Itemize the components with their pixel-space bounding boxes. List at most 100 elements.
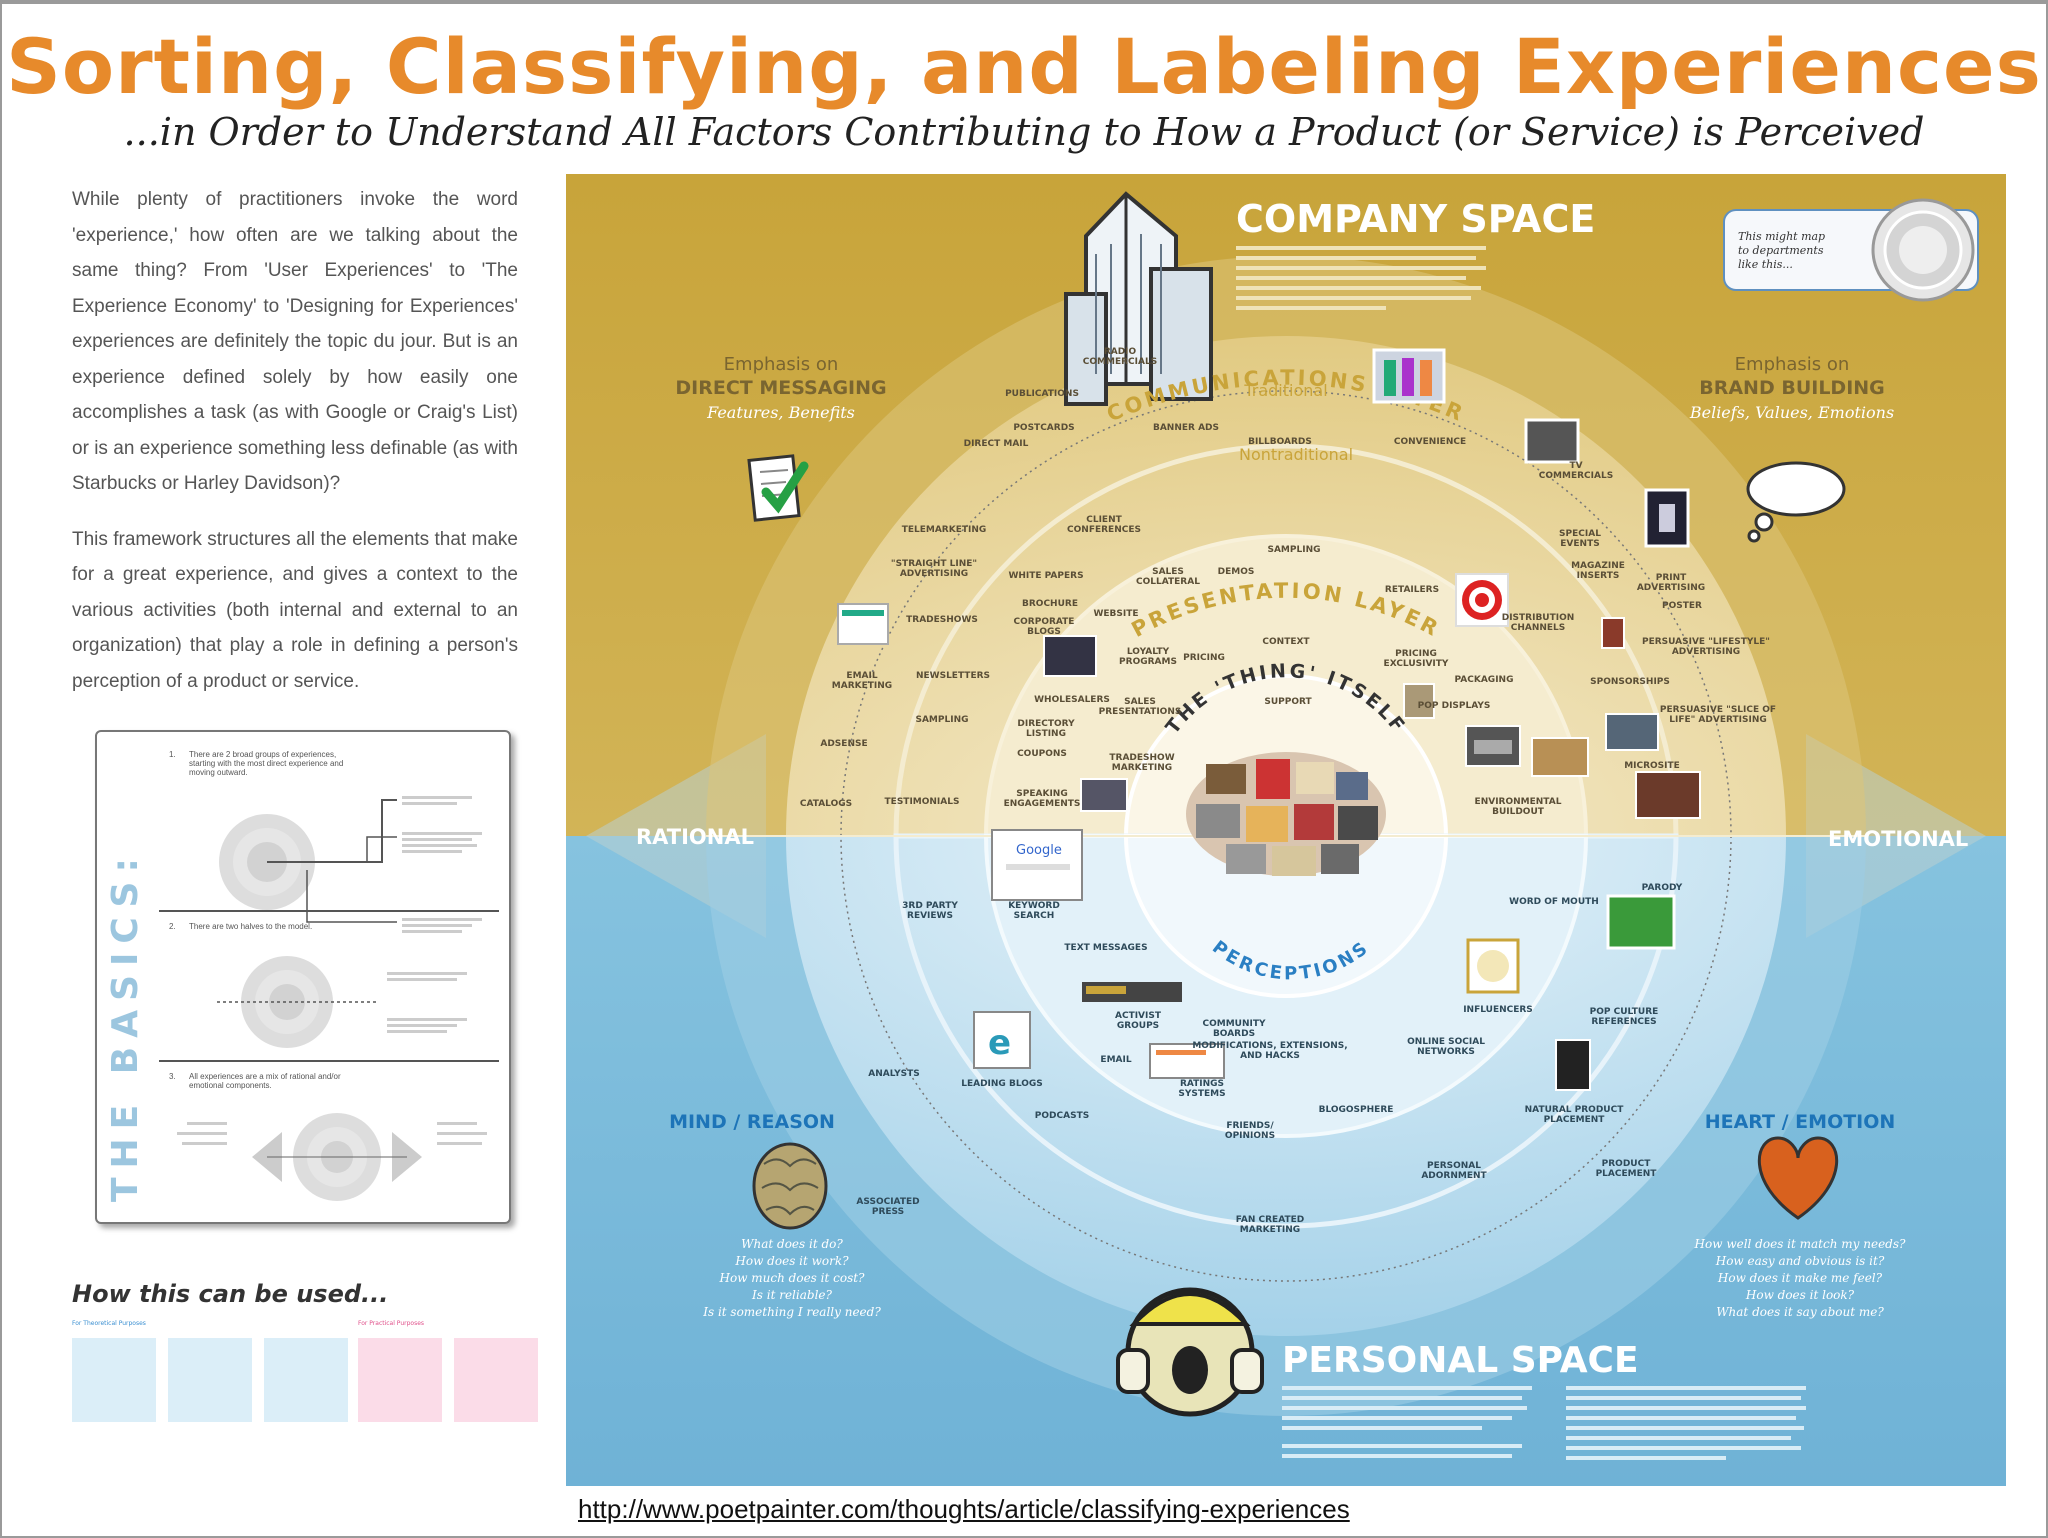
experience-item-label: MODIFICATIONS, EXTENSIONS,AND HACKS [1192,1041,1347,1061]
experience-item-label: WHITE PAPERS [1008,571,1083,581]
building-icon [1064,191,1213,406]
tv-commercial-thumbnail [1372,348,1446,404]
mind-question: How does it work? [734,1254,849,1268]
pop-culture-thumbnail [1555,1039,1591,1091]
basics-step-3-figure [177,1113,487,1201]
experience-item-label: DIRECT MAIL [964,439,1029,449]
basics-step-3-text: All experiences are a mix of rational an… [189,1072,341,1090]
emotional-label: EMOTIONAL [1828,827,1968,851]
department-map-callout [1723,198,1979,302]
brain-icon [752,1142,828,1230]
experience-item-label: SAMPLING [915,715,968,725]
microsite-thumbnail [1635,771,1701,819]
experience-item-label: WEBSITE [1093,609,1138,619]
heart-question: How well does it match my needs? [1694,1237,1906,1251]
experience-item-label: TESTIMONIALS [885,797,960,807]
ratings-thumbnail [1149,1043,1225,1079]
basics-step-1-num: 1. [169,750,176,759]
experience-item-label: DEMOS [1218,567,1255,577]
how-to-card-3 [264,1338,348,1422]
traditional-label: Traditional [1243,381,1327,400]
brand-building-emphasis: Emphasis on [1735,354,1850,375]
source-url-link[interactable]: http://www.poetpainter.com/thoughts/arti… [578,1494,1350,1524]
heart-question: How does it look? [1745,1288,1855,1302]
experience-item-label: ANALYSTS [868,1069,919,1079]
personal-space-description [1282,1386,1806,1460]
heart-question: What does it say about me? [1716,1305,1884,1319]
company-space-description [1236,246,1486,310]
heart-questions: How well does it match my needs? How eas… [1694,1237,1906,1319]
basics-step-1-text: There are 2 broad groups of experiences,… [189,750,344,777]
sponsorship-thumbnail [1605,713,1659,751]
speaking-engagement-thumbnail [1080,778,1128,812]
experience-item-label: LEADING BLOGS [961,1079,1043,1089]
google-search-thumbnail: Google [991,829,1083,901]
experience-item-label: WORD OF MOUTH [1509,897,1599,907]
heart-question: How easy and obvious is it? [1715,1254,1885,1268]
poster-thumbnail [1601,617,1625,649]
experience-item-label: INFLUENCERS [1463,1005,1533,1015]
pop-display-thumbnail [1403,683,1435,719]
direct-messaging-emphasis: Emphasis on [724,354,839,375]
thought-bubble-icon [1746,461,1846,543]
basics-step-1-figure [219,796,482,933]
experience-item-label: BILLBOARDS [1248,437,1312,447]
experience-item-label: PARODY [1642,883,1683,893]
mind-question: How much does it cost? [719,1271,866,1285]
how-to-practical-label: For Practical Purposes [358,1320,425,1327]
experience-item-label: PRICING [1183,653,1225,663]
basics-panel: THE BASICS: 1. There are 2 broad groups … [95,730,511,1224]
intro-paragraph-2: This framework structures all the elemen… [72,528,518,692]
intro-paragraph-1: While plenty of practitioners invoke the… [72,189,518,494]
basics-step-2-num: 2. [169,922,176,931]
brand-building-sub: Beliefs, Values, Emotions [1689,403,1894,422]
how-to-card-1 [72,1338,156,1422]
product-collage [1186,752,1386,876]
experience-item-label: TEXT MESSAGES [1064,943,1147,953]
direct-messaging-sub: Features, Benefits [706,403,855,422]
store-display-thumbnail [1465,725,1521,767]
svg-text:e: e [988,1023,1011,1063]
person-shouting-icon [1116,1287,1264,1417]
experience-item-label: NEWSLETTERS [916,671,990,681]
experience-item-label: "STRAIGHT LINE"ADVERTISING [891,559,977,579]
how-to-card-4 [358,1338,442,1422]
heart-question: How does it make me feel? [1717,1271,1883,1285]
how-to-card-5 [454,1338,538,1422]
experience-item-label: SAMPLING [1267,545,1320,555]
nontraditional-label: Nontraditional [1239,445,1353,464]
heart-icon [1758,1136,1838,1220]
experience-item-label: PERSUASIVE "LIFESTYLE"ADVERTISING [1642,637,1770,657]
tv-commercial-thumbnail-2 [1524,418,1580,464]
basics-divider-1 [159,910,499,912]
mind-reason-title: MIND / REASON [669,1111,835,1133]
basics-label: THE BASICS: [105,849,146,1202]
experience-item-label: PODCASTS [1035,1111,1089,1121]
experience-item-label: CONTEXT [1262,637,1310,647]
brand-building-title: BRAND BUILDING [1699,377,1885,399]
brochure-thumbnail [1043,635,1097,677]
poster-title: Sorting, Classifying, and Labeling Exper… [6,22,2042,111]
basics-step-2-text: There are two halves to the model. [189,922,313,931]
activist-group-thumbnail [1082,982,1182,1002]
store-interior-thumbnail [1531,737,1589,777]
experience-item-label: PUBLICATIONS [1005,389,1079,399]
direct-messaging-title: DIRECT MESSAGING [675,377,886,399]
